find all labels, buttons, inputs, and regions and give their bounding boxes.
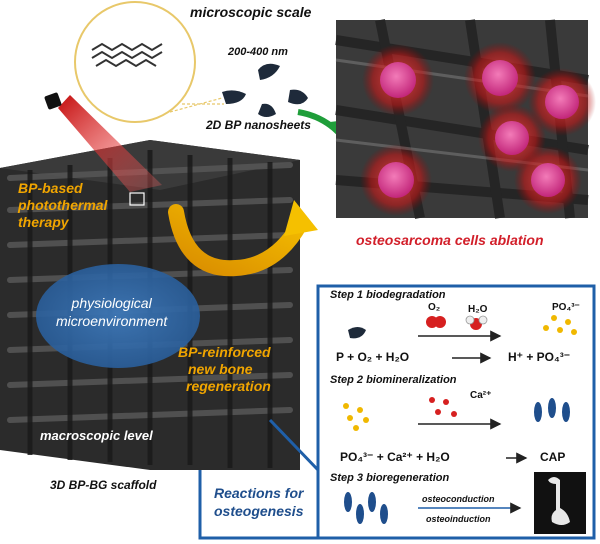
step1-po4: PO₄³⁻ [552,302,580,313]
photothermal-line-1: BP-based [18,180,83,196]
step1-products: H⁺ + PO₄³⁻ [508,350,571,364]
reactions-label: Reactions for osteogenesis [214,484,303,520]
bone-line-3: regeneration [186,378,271,394]
photothermal-line-3: therapy [18,214,69,230]
microenv-line-2: microenvironment [56,313,168,329]
step3-osteoconduction: osteoconduction [422,494,495,504]
step3-title: Step 3 bioregeneration [330,472,450,484]
ablation-label: osteosarcoma cells ablation [356,232,544,248]
microenvironment-label: physiological microenvironment [56,294,167,330]
bone-line-2: new bone [188,361,253,377]
step1-title: Step 1 biodegradation [330,289,446,301]
scaffold-label: 3D BP-BG scaffold [50,478,157,492]
reaction-panel [198,284,596,540]
bone-line-1: BP-reinforced [178,344,271,360]
step2-ca: Ca²⁺ [470,390,492,401]
step1-reactants: P + O₂ + H₂O [336,350,410,364]
step1-h2o: H₂O [468,304,488,315]
microscopic-scale-inset [74,1,224,123]
step2-title: Step 2 biomineralization [330,374,457,386]
green-arrow [297,109,341,135]
reactions-line-2: osteogenesis [214,503,304,519]
microscopic-scale-label: microscopic scale [190,4,312,20]
nanosheet-graphics [222,63,308,117]
photothermal-label: BP-based photothermal therapy [18,180,107,231]
size-range-label: 200-400 nm [228,46,288,58]
ablation-image [335,19,596,219]
reactions-line-1: Reactions for [214,485,304,501]
step3-osteoinduction: osteoinduction [426,514,491,524]
laser-graphic [44,92,162,192]
nanosheets-label: 2D BP nanosheets [206,118,311,132]
microenvironment-blob [36,264,200,368]
orange-arrow [168,204,308,277]
step2-products: CAP [540,450,566,464]
photothermal-line-2: photothermal [18,197,108,213]
microenv-line-1: physiological [71,295,152,311]
bone-regeneration-label: BP-reinforced new bone regeneration [178,344,271,395]
macroscopic-label: macroscopic level [40,428,153,443]
step1-o2: O₂ [428,302,441,313]
step2-reactants: PO₄³⁻ + Ca²⁺ + H₂O [340,450,450,464]
